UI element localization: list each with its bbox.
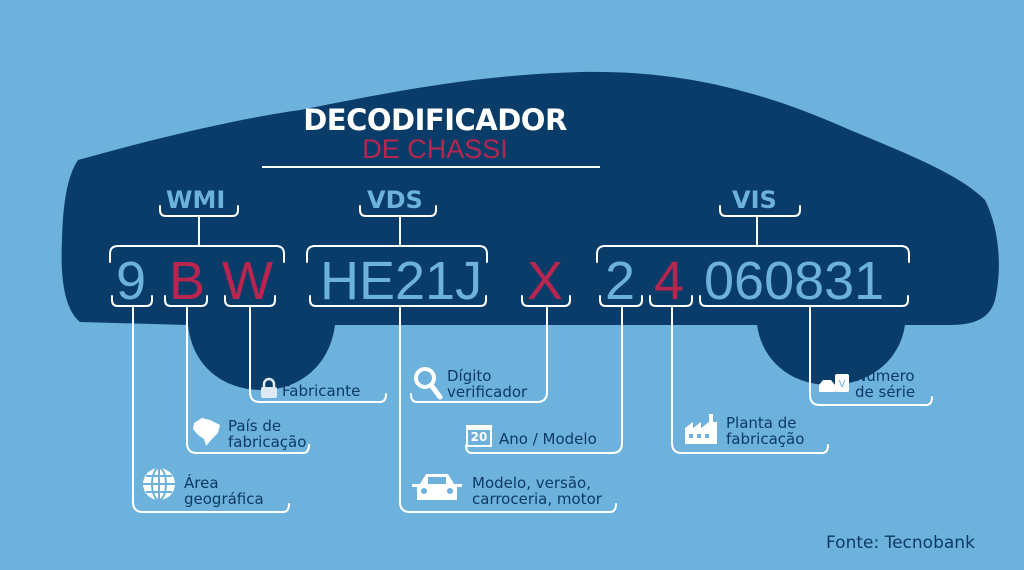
char-serial: 060831: [704, 251, 885, 311]
calendar-icon: 20: [466, 425, 492, 447]
label-area-line1: Área: [184, 474, 219, 492]
globe-icon: [143, 467, 175, 501]
label-fabricante: Fabricante: [282, 382, 361, 400]
char-w: W: [222, 251, 273, 311]
group-wmi: WMI: [166, 186, 226, 214]
label-numero-line1: Número: [855, 367, 915, 385]
label-modelo-line2: carroceria, motor: [472, 490, 602, 508]
label-pais-line2: fabricação: [228, 433, 307, 451]
label-pais-line1: País de: [228, 417, 282, 435]
magnifier-icon: [414, 367, 443, 400]
page-title: DECODIFICADOR: [303, 103, 567, 137]
label-digito-line2: verificador: [447, 383, 528, 401]
label-area-line2: geográfica: [184, 490, 264, 508]
brazil-map-icon: [193, 418, 220, 446]
source-credit: Fonte: Tecnobank: [826, 533, 975, 553]
page-subtitle: DE CHASSI: [362, 134, 508, 164]
group-vis: VIS: [732, 186, 777, 214]
char-b: B: [169, 251, 206, 311]
char-year: 2: [605, 251, 636, 311]
char-plant: 4: [654, 251, 685, 311]
char-vds: HE21J: [320, 251, 483, 311]
lock-icon: [261, 377, 277, 398]
label-modelo-line1: Modelo, versão,: [472, 474, 591, 492]
label-digito-line1: Dígito: [447, 367, 492, 385]
char-9: 9: [116, 251, 147, 311]
label-planta-line1: Planta de: [726, 414, 797, 432]
vehicle-id-icon: V: [819, 374, 849, 392]
svg-text:V: V: [839, 379, 846, 390]
car-icon: [412, 474, 462, 500]
factory-icon: [685, 414, 717, 444]
group-vds: VDS: [367, 186, 423, 214]
char-check: X: [527, 251, 564, 311]
label-planta-line2: fabricação: [726, 430, 805, 448]
label-numero-line2: de série: [855, 383, 916, 401]
label-ano-modelo: Ano / Modelo: [499, 430, 597, 448]
